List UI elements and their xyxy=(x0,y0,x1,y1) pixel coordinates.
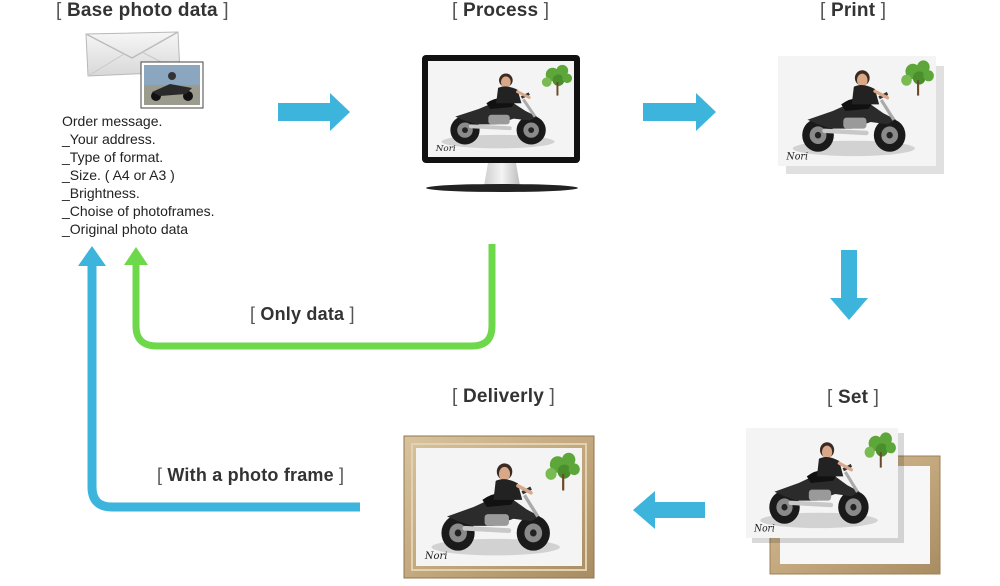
print-photo: Nori xyxy=(778,56,936,166)
label-only-data: [ Only data ] xyxy=(250,304,355,325)
return-path-only-data xyxy=(132,244,496,350)
bracket-close: ] xyxy=(349,304,355,324)
arrow-right-icon xyxy=(643,93,716,131)
bracket-open: [ xyxy=(56,0,62,21)
label-text: With a photo frame xyxy=(167,465,334,485)
arrow-right-icon xyxy=(278,93,350,131)
bracket-close: ] xyxy=(223,0,229,21)
title-text: Deliverly xyxy=(462,386,544,407)
title-text: Set xyxy=(837,387,869,408)
bracket-open: [ xyxy=(452,0,458,21)
title-text: Base photo data xyxy=(66,0,218,21)
bracket-close: ] xyxy=(880,0,887,21)
bracket-close: ] xyxy=(339,465,345,485)
label-text: Only data xyxy=(260,304,345,324)
order-item: _Original photo data xyxy=(62,221,189,237)
bracket-open: [ xyxy=(827,387,833,408)
photo-signature: Nori xyxy=(424,550,448,562)
bracket-open: [ xyxy=(452,386,458,407)
photo-signature: Nori xyxy=(435,144,456,154)
process-photo: Nori xyxy=(428,61,574,157)
small-photo-print xyxy=(140,61,204,109)
set-photo: Nori xyxy=(746,428,898,538)
order-item: _Your address. xyxy=(62,131,156,147)
arrow-down-icon xyxy=(830,250,868,320)
bracket-close: ] xyxy=(543,0,550,21)
title-set: [ Set ] xyxy=(827,387,879,409)
arrow-up-icon xyxy=(124,247,148,265)
bracket-open: [ xyxy=(820,0,826,21)
order-item: _Brightness. xyxy=(62,185,140,201)
title-process: [ Process ] xyxy=(452,0,549,22)
order-message-list: Order message. _Your address. _Type of f… xyxy=(62,112,215,238)
framed-photo: Nori xyxy=(403,435,595,579)
delivery-photo: Nori xyxy=(416,448,582,566)
monitor-icon: Nori xyxy=(422,55,580,192)
order-heading: Order message. xyxy=(62,113,163,129)
photo-signature: Nori xyxy=(753,523,775,534)
bracket-close: ] xyxy=(873,387,880,408)
order-item: _Choise of photoframes. xyxy=(62,203,215,219)
title-delivery: [ Deliverly ] xyxy=(452,386,555,408)
arrow-left-icon xyxy=(633,491,705,529)
arrow-up-icon xyxy=(78,246,106,266)
order-item: _Size. ( A4 or A3 ) xyxy=(62,167,175,183)
title-text: Print xyxy=(830,0,876,21)
bracket-open: [ xyxy=(157,465,163,485)
return-path-with-frame xyxy=(87,262,360,512)
title-base-photo-data: [ Base photo data ] xyxy=(56,0,229,22)
bracket-open: [ xyxy=(250,304,256,324)
title-text: Process xyxy=(462,0,539,21)
photo-signature: Nori xyxy=(785,151,808,162)
printed-photo: Nori xyxy=(778,56,944,174)
bracket-close: ] xyxy=(549,386,555,407)
label-with-photo-frame: [ With a photo frame ] xyxy=(157,465,344,486)
frame-set: Nori xyxy=(746,428,941,575)
title-print: [ Print ] xyxy=(820,0,886,22)
order-item: _Type of format. xyxy=(62,149,164,165)
